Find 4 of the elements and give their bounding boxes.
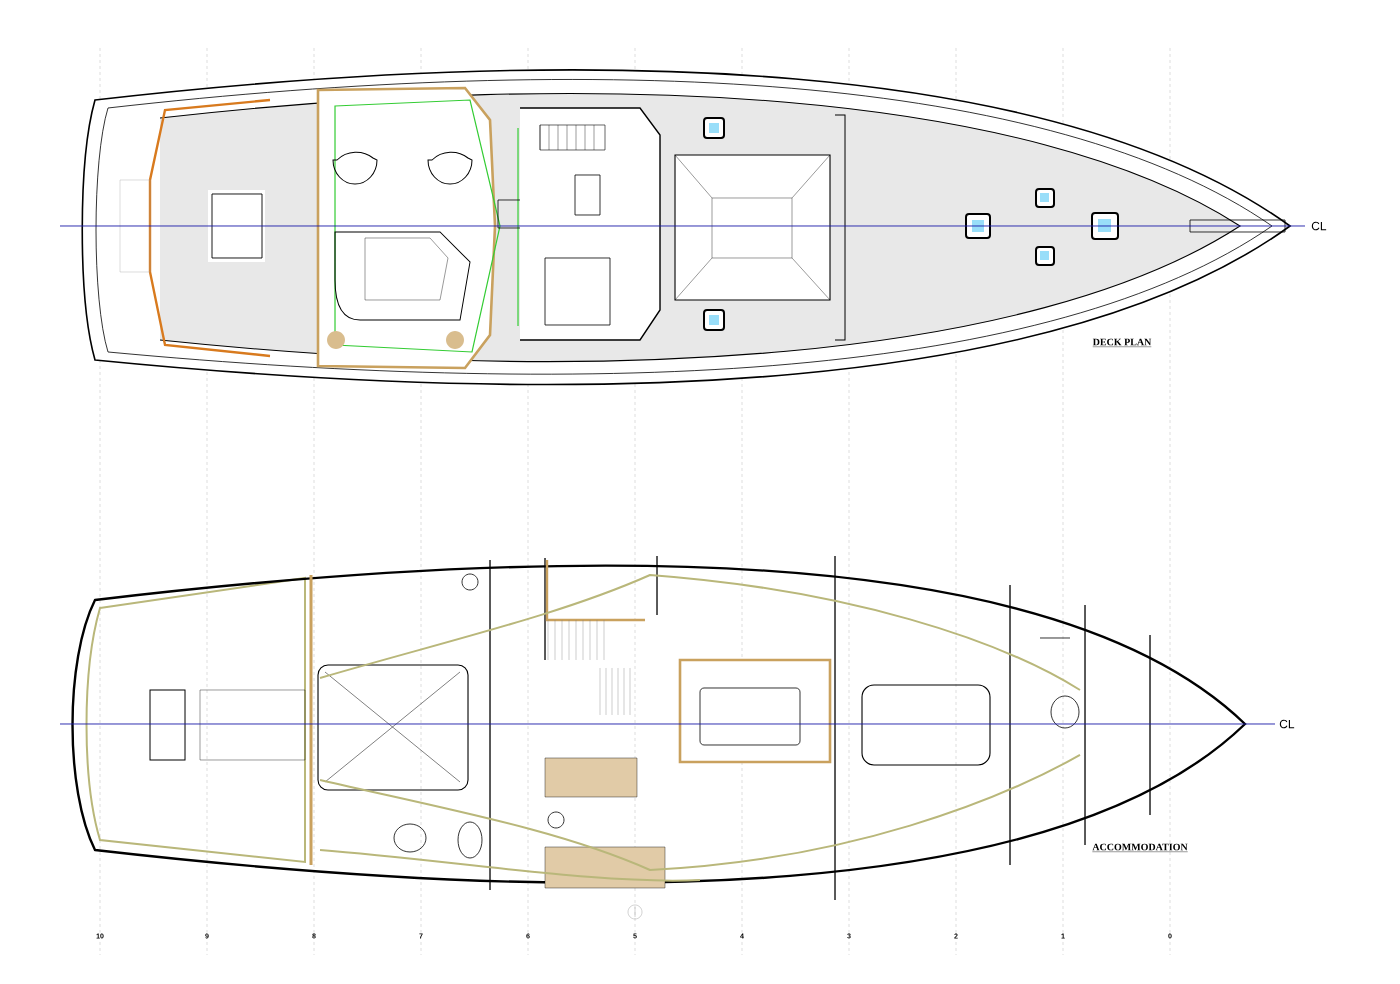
centerline-label: CL (1311, 221, 1327, 231)
centerline-label: CL (1279, 719, 1295, 729)
view-title: DECK PLAN (1092, 338, 1152, 347)
view-title: ACCOMMODATION (1092, 843, 1188, 852)
